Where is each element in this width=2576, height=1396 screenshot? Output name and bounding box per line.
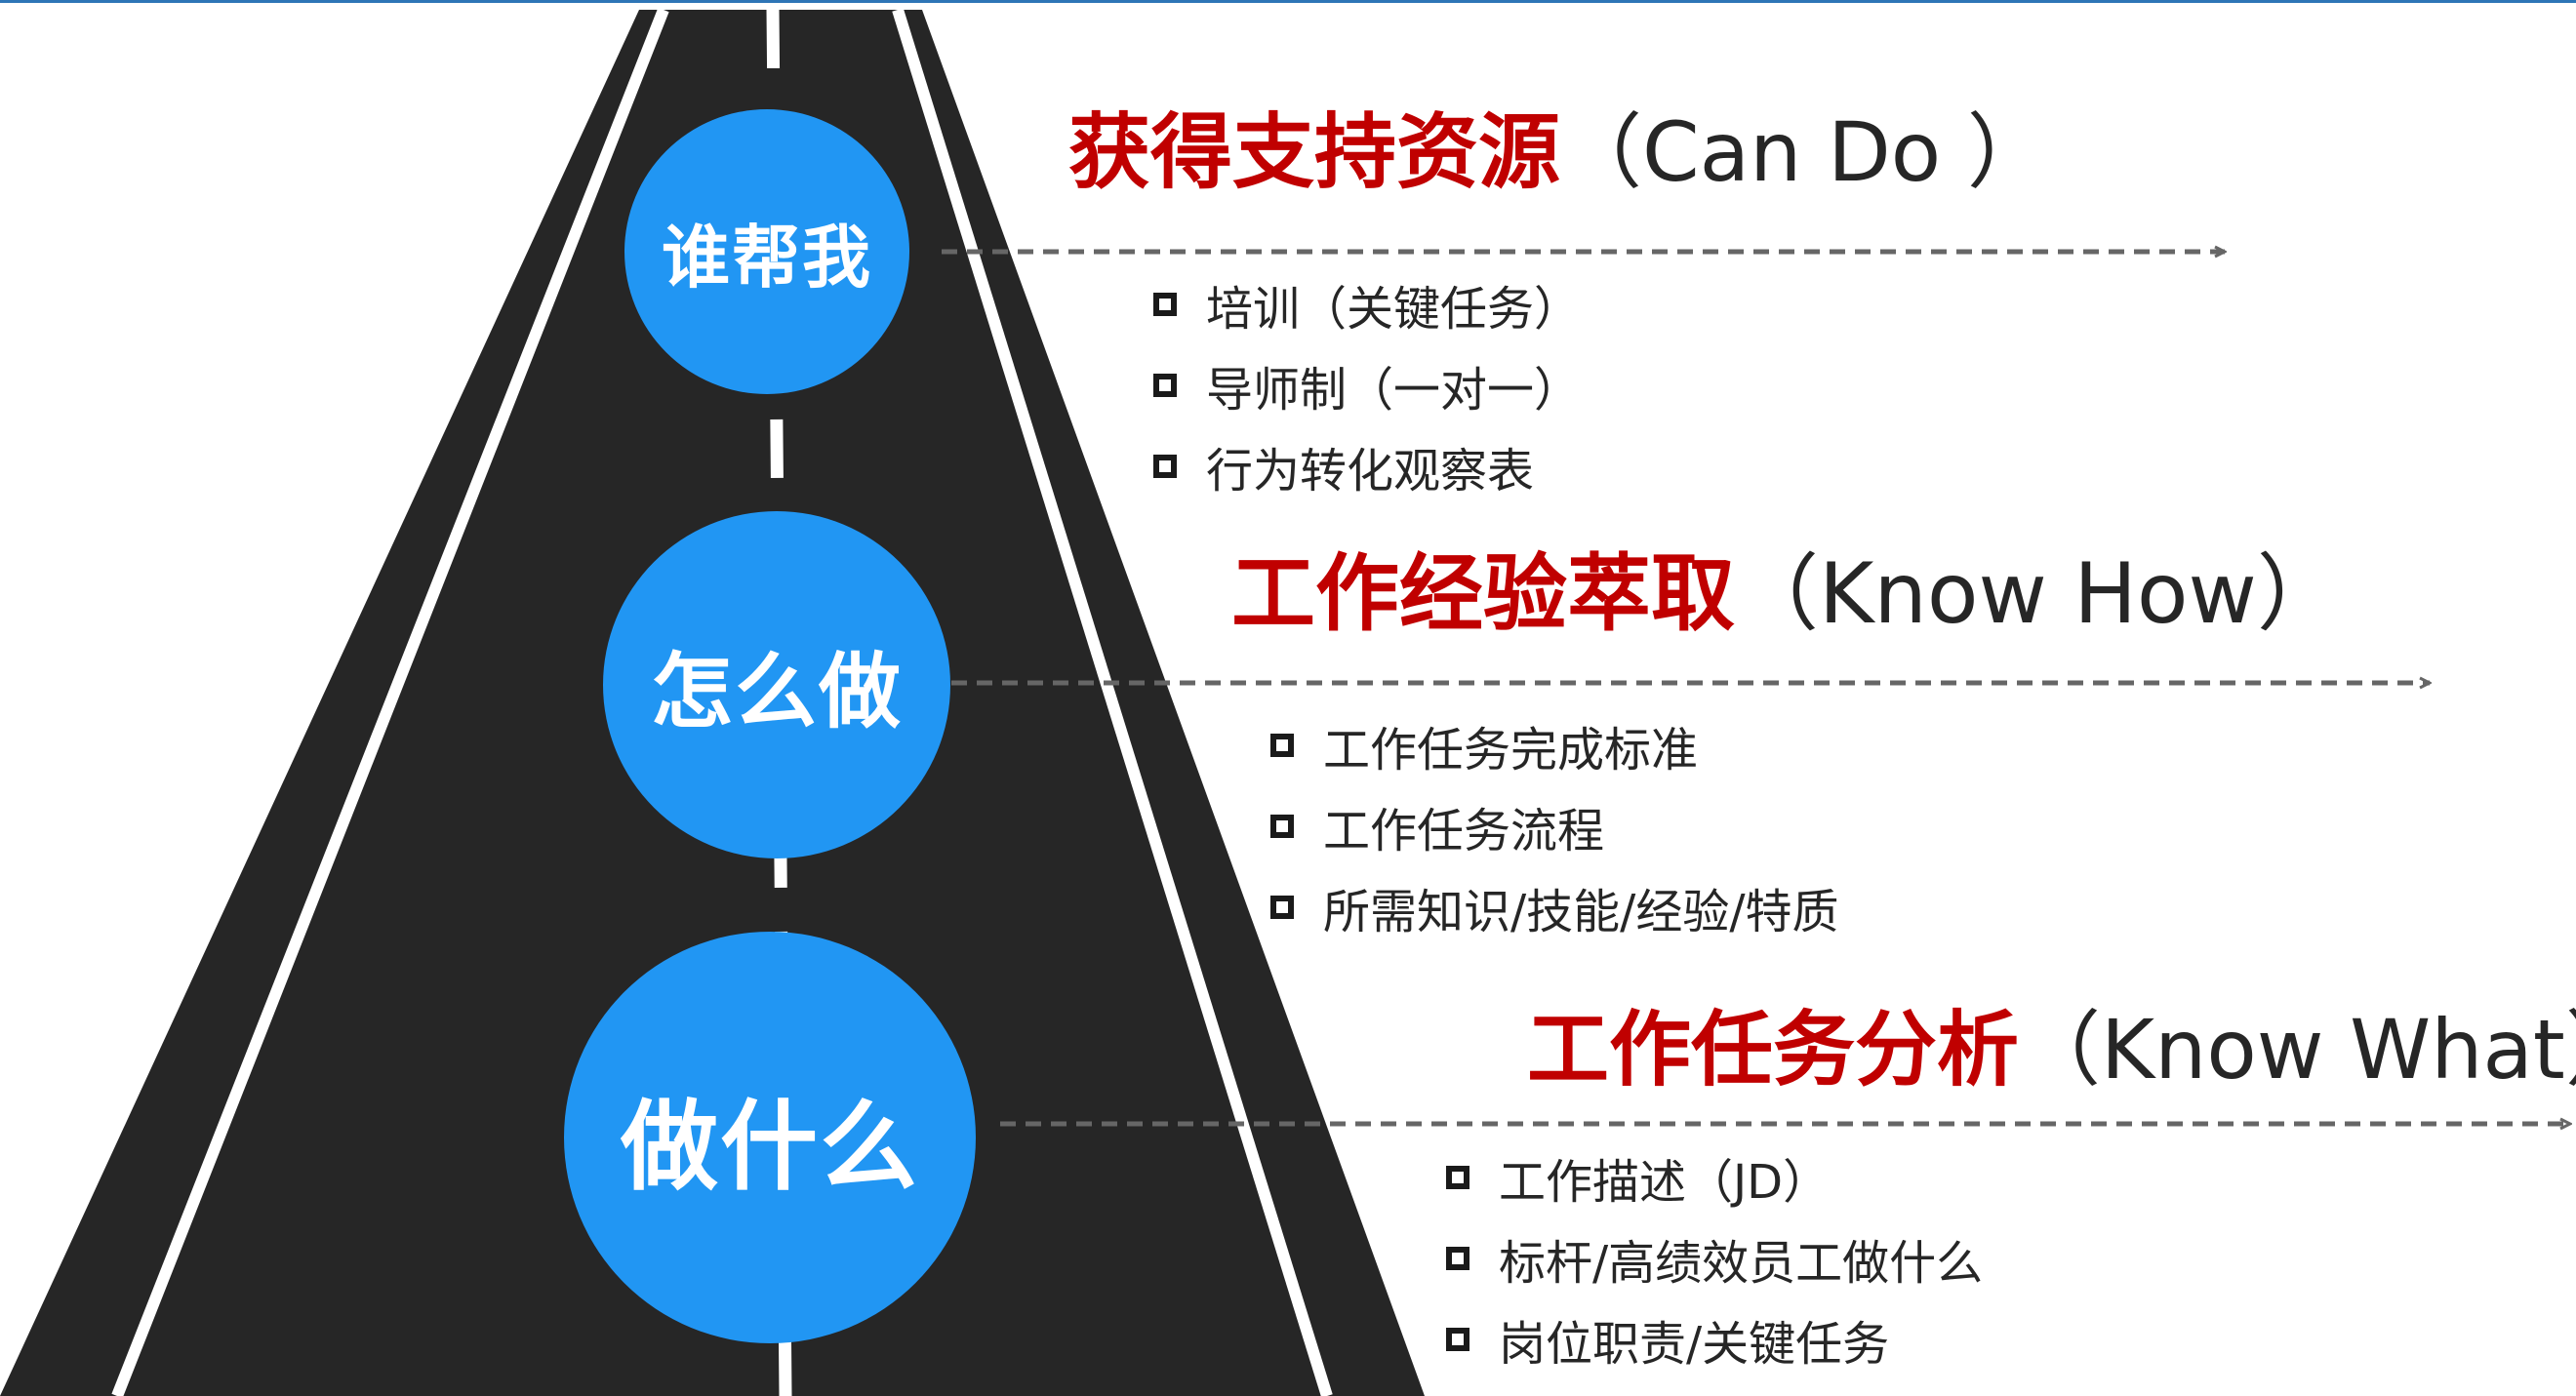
stage-circle-how-to-do: 怎么做 — [603, 511, 950, 858]
list-item: 工作任务完成标准 — [1270, 704, 1839, 785]
stage-circle-label: 怎么做 — [650, 643, 903, 739]
checkbox-square-icon — [1270, 814, 1294, 838]
checkbox-square-icon — [1270, 733, 1294, 757]
list-item-text: 所需知识/技能/经验/特质 — [1323, 884, 1839, 939]
checkbox-square-icon — [1153, 373, 1177, 397]
list-item: 培训（关键任务） — [1153, 263, 1581, 344]
list-item-text: 标杆/高绩效员工做什么 — [1499, 1235, 1984, 1291]
checkbox-square-icon — [1446, 1246, 1469, 1270]
stage-circle-label: 做什么 — [621, 1089, 919, 1204]
stage-heading-title: 工作经验萃取 — [1231, 545, 1735, 643]
stage-heading-subtitle: （Know How） — [1735, 545, 2341, 643]
checkbox-square-icon — [1446, 1327, 1469, 1351]
stage-heading-subtitle: （Know What） — [2019, 1002, 2576, 1097]
list-item: 行为转化观察表 — [1153, 425, 1581, 506]
stage-heading-title: 获得支持资源 — [1068, 104, 1561, 200]
list-item-text: 导师制（一对一） — [1206, 362, 1582, 418]
stage-heading-can-do: 获得支持资源（Can Do ） — [1068, 105, 2049, 200]
checkbox-square-icon — [1153, 454, 1177, 478]
stage-items-can-do: 培训（关键任务） 导师制（一对一） 行为转化观察表 — [1153, 263, 1581, 506]
list-item: 岗位职责/关键任务 — [1446, 1298, 1983, 1379]
list-item: 工作描述（JD） — [1446, 1137, 1983, 1217]
stage-circle-label: 谁帮我 — [662, 217, 872, 298]
checkbox-square-icon — [1270, 895, 1294, 919]
list-item-text: 岗位职责/关键任务 — [1499, 1316, 1890, 1372]
stage-heading-title: 工作任务分析 — [1527, 1002, 2020, 1097]
road-left-edge-line — [111, 7, 669, 1396]
list-item: 导师制（一对一） — [1153, 344, 1581, 425]
list-item-text: 行为转化观察表 — [1206, 443, 1535, 499]
list-item: 工作任务流程 — [1270, 785, 1839, 866]
stage-circle-what-to-do: 做什么 — [564, 932, 976, 1343]
stage-heading-subtitle: （Can Do ） — [1560, 104, 2049, 200]
checkbox-square-icon — [1446, 1165, 1469, 1189]
stage-items-know-how: 工作任务完成标准 工作任务流程 所需知识/技能/经验/特质 — [1270, 704, 1839, 947]
stage-heading-know-how: 工作经验萃取（Know How） — [1231, 546, 2341, 643]
list-item: 标杆/高绩效员工做什么 — [1446, 1217, 1983, 1298]
list-item-text: 工作描述（JD） — [1499, 1154, 1831, 1210]
list-item: 所需知识/技能/经验/特质 — [1270, 866, 1839, 947]
top-rule — [0, 0, 2576, 3]
list-item-text: 培训（关键任务） — [1206, 281, 1582, 337]
list-item-text: 工作任务流程 — [1323, 803, 1605, 858]
stage-circle-who-helps: 谁帮我 — [624, 109, 909, 394]
checkbox-square-icon — [1153, 292, 1177, 316]
list-item-text: 工作任务完成标准 — [1323, 722, 1699, 778]
road-right-edge-line — [892, 8, 1333, 1396]
stage-heading-know-what: 工作任务分析（Know What） — [1527, 1003, 2576, 1097]
stage-items-know-what: 工作描述（JD） 标杆/高绩效员工做什么 岗位职责/关键任务 — [1446, 1137, 1983, 1379]
